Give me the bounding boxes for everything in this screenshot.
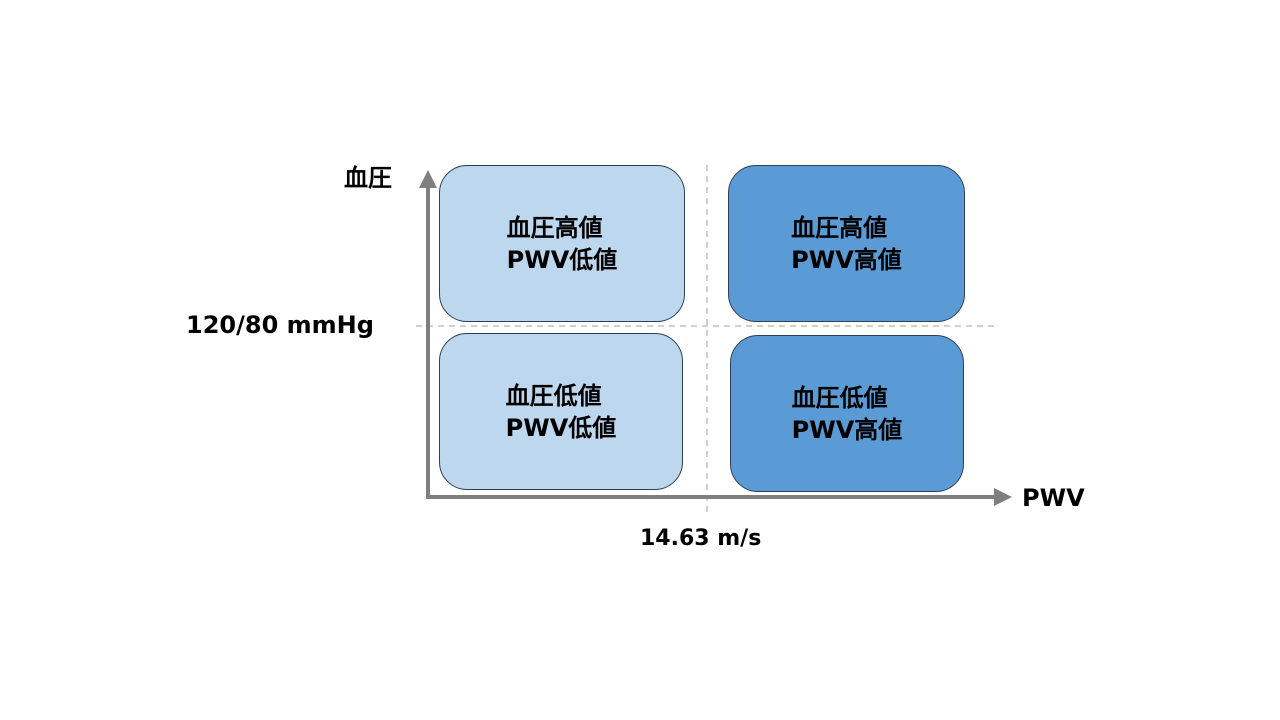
quadrant-bottom-left: 血圧低値 PWV低値 [439, 333, 683, 490]
quadrant-line-2: PWV低値 [506, 245, 618, 274]
quadrant-line-2: PWV低値 [505, 413, 617, 442]
x-axis-label: PWV [1022, 484, 1085, 512]
quadrant-line-2: PWV高値 [791, 415, 903, 444]
quadrant-line-1: 血圧低値 [505, 381, 602, 410]
y-threshold-label: 120/80 mmHg [186, 311, 374, 339]
quadrant-line-1: 血圧高値 [791, 213, 888, 242]
x-axis-arrowhead [994, 488, 1012, 506]
x-threshold-label: 14.63 m/s [640, 526, 762, 551]
quadrant-bottom-right: 血圧低値 PWV高値 [730, 335, 964, 492]
quadrant-line-1: 血圧高値 [506, 213, 603, 242]
y-axis-label: 血圧 [344, 164, 392, 192]
quadrant-line-1: 血圧低値 [791, 383, 888, 412]
quadrant-top-left: 血圧高値 PWV低値 [439, 165, 685, 322]
y-axis-arrowhead [419, 170, 437, 188]
quadrant-top-right: 血圧高値 PWV高値 [728, 165, 965, 322]
quadrant-line-2: PWV高値 [791, 245, 902, 274]
